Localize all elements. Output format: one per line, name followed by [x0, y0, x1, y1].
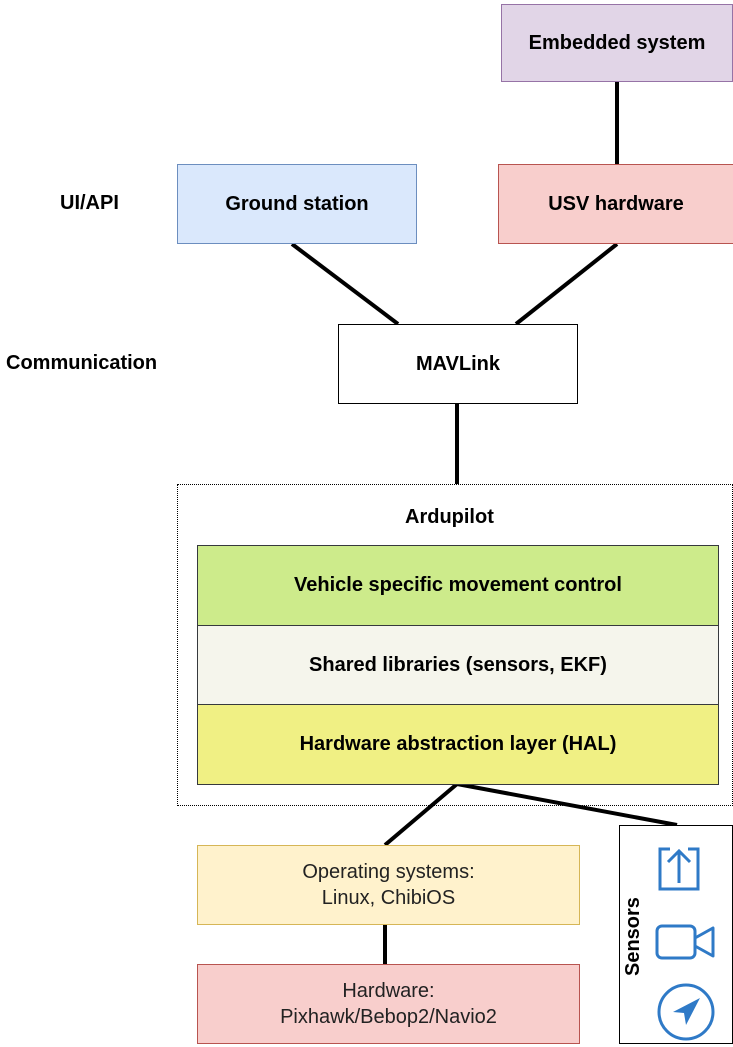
- ui-api-label: UI/API: [60, 192, 119, 214]
- mavlink-label: MAVLink: [415, 352, 501, 375]
- usv-hardware-node: USV hardware: [498, 164, 733, 244]
- hal-label: Hardware abstraction layer (HAL): [299, 733, 617, 755]
- communication-label: Communication: [6, 352, 158, 374]
- shared-libraries-layer: Shared libraries (sensors, EKF): [197, 626, 719, 705]
- usv-hardware-label: USV hardware: [548, 192, 684, 215]
- upload-icon: [658, 847, 700, 891]
- mavlink-node: MAVLink: [338, 324, 578, 404]
- line-hal-os: [383, 782, 459, 847]
- shared-libraries-label: Shared libraries (sensors, EKF): [309, 653, 607, 676]
- hal-layer: Hardware abstraction layer (HAL): [197, 705, 719, 785]
- os-line-1: Operating systems:: [302, 861, 475, 883]
- operating-systems-node: Operating systems: Linux, ChibiOS: [197, 845, 580, 925]
- os-line-2: Linux, ChibiOS: [321, 887, 456, 909]
- vehicle-control-label: Vehicle specific movement control: [294, 574, 622, 596]
- sensors-title: Sensors: [622, 897, 644, 976]
- line-ground-mavlink: [290, 242, 400, 326]
- hardware-line-2: Pixhawk/Bebop2/Navio2: [280, 1006, 497, 1028]
- ground-station-node: Ground station: [177, 164, 417, 244]
- line-usv-mavlink: [514, 242, 619, 326]
- embedded-system-node: Embedded system: [501, 4, 733, 82]
- vehicle-control-layer: Vehicle specific movement control: [197, 545, 719, 626]
- ground-station-label: Ground station: [225, 192, 369, 215]
- ardupilot-title: Ardupilot: [405, 506, 494, 528]
- navigation-compass-icon: [657, 983, 715, 1041]
- hardware-line-1: Hardware:: [342, 980, 435, 1002]
- line-hal-sensors: [456, 782, 678, 827]
- video-camera-icon: [655, 924, 715, 960]
- embedded-system-label: Embedded system: [528, 31, 706, 54]
- hardware-node: Hardware: Pixhawk/Bebop2/Navio2: [197, 964, 580, 1044]
